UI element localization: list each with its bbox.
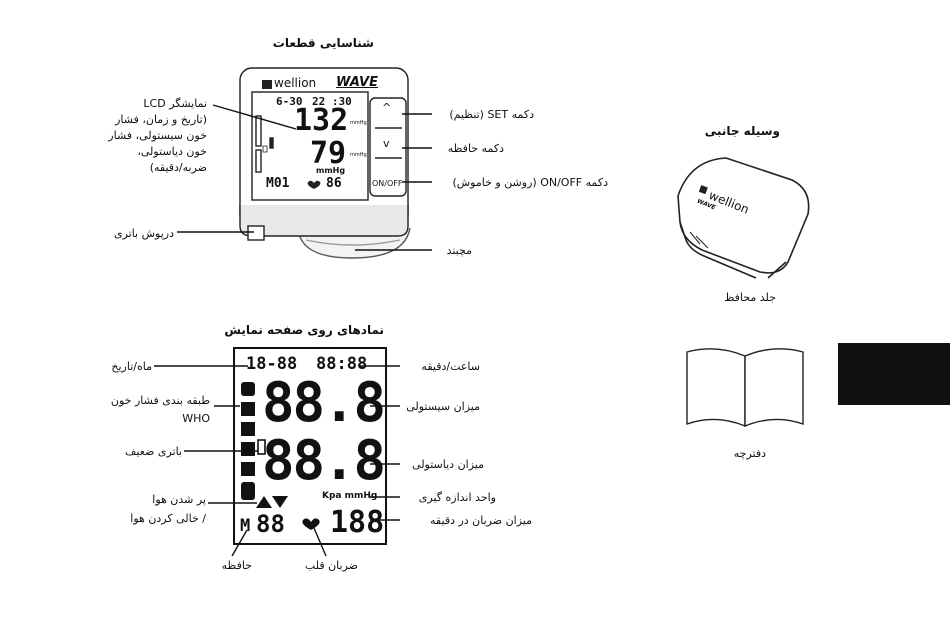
label-set-button: دکمه SET (تنظیم) bbox=[449, 108, 534, 121]
booklet-icon bbox=[686, 348, 804, 428]
leader-lcd bbox=[212, 104, 297, 130]
device-pulse: 86 bbox=[326, 176, 342, 191]
label-hour-minute: ساعت/دقیقه bbox=[421, 360, 480, 373]
label-memory: حافظه bbox=[221, 559, 252, 572]
parts-title: شناسایی قطعات bbox=[272, 36, 374, 50]
label-battery-cover: درپوش باتری bbox=[113, 227, 174, 240]
label-month-date: ماه/تاریخ bbox=[111, 360, 152, 373]
lcd-diastolic: 88.8 bbox=[262, 429, 386, 492]
brand-logo-icon bbox=[262, 80, 272, 89]
label-systolic: میزان سیستولی bbox=[406, 400, 480, 413]
device-diastolic: 79 bbox=[310, 136, 347, 171]
label-diastolic: میزان دیاستولی bbox=[412, 458, 484, 471]
deflate-arrow-icon bbox=[272, 496, 288, 508]
inflate-arrow-icon bbox=[256, 496, 272, 508]
onoff-button[interactable]: ON/OFF bbox=[372, 179, 403, 188]
device-time: 22 :30 bbox=[312, 95, 352, 108]
label-inflate-deflate: پر شدن هوا / خالی کردن هوا bbox=[130, 493, 206, 525]
leader-memory bbox=[231, 529, 248, 557]
label-cuff: مچبند bbox=[446, 244, 472, 257]
protective-case bbox=[677, 157, 810, 279]
device-memory: M01 bbox=[266, 176, 290, 191]
display-title: نمادهای روی صفحه نمایش bbox=[224, 323, 384, 337]
lcd-memory-digits: 88 bbox=[256, 510, 285, 538]
memory-down-button[interactable]: v bbox=[383, 137, 390, 150]
device-systolic: 132 bbox=[294, 103, 349, 138]
label-lcd: نمایشگر LCD (تاریخ و زمان، فشار خون سیست… bbox=[108, 97, 207, 174]
lcd-symbols-screen bbox=[233, 347, 387, 545]
device-mmhg: mmHg bbox=[316, 166, 346, 175]
device-brand: wellion bbox=[274, 76, 317, 90]
lcd-unit: Kpa mmHg bbox=[322, 491, 378, 501]
label-memory-button: دکمه حافظه bbox=[447, 142, 504, 155]
device-sys-unit: mmHg bbox=[350, 120, 367, 126]
lcd-date: 18-88 bbox=[246, 354, 298, 374]
label-who: طبقه بندی فشار خون WHO bbox=[110, 394, 210, 425]
heartbeat-icon bbox=[302, 518, 320, 530]
leader-heart bbox=[313, 527, 327, 557]
device-date: 6-30 bbox=[276, 95, 303, 108]
booklet-label: دفترچه bbox=[733, 447, 766, 460]
lcd-pulse: 188 bbox=[330, 505, 385, 540]
set-up-button[interactable]: ^ bbox=[382, 101, 392, 114]
lcd-systolic: 88.8 bbox=[262, 371, 386, 434]
low-battery-icon bbox=[257, 439, 266, 455]
label-unit: واحد اندازه گیری bbox=[418, 491, 496, 504]
accessories-title: وسیله جانبی bbox=[704, 124, 780, 138]
lcd-memory-letter: M bbox=[240, 516, 251, 536]
device-model: WAVE bbox=[336, 75, 378, 90]
lcd-time: 88:88 bbox=[316, 354, 368, 374]
label-onoff-button: دکمه ON/OFF (روشن و خاموش) bbox=[452, 176, 608, 189]
label-heartbeat: ضربان قلب bbox=[304, 559, 358, 572]
label-low-battery: باتری ضعیف bbox=[124, 445, 182, 458]
device-dia-unit: mmHg bbox=[350, 152, 367, 158]
section-tab bbox=[838, 343, 950, 405]
case-logo-icon bbox=[698, 185, 708, 195]
heart-icon bbox=[307, 180, 321, 189]
case-label: جلد محافظ bbox=[724, 291, 776, 304]
label-pulse-rate: میزان ضربان در دقیقه bbox=[430, 514, 532, 527]
